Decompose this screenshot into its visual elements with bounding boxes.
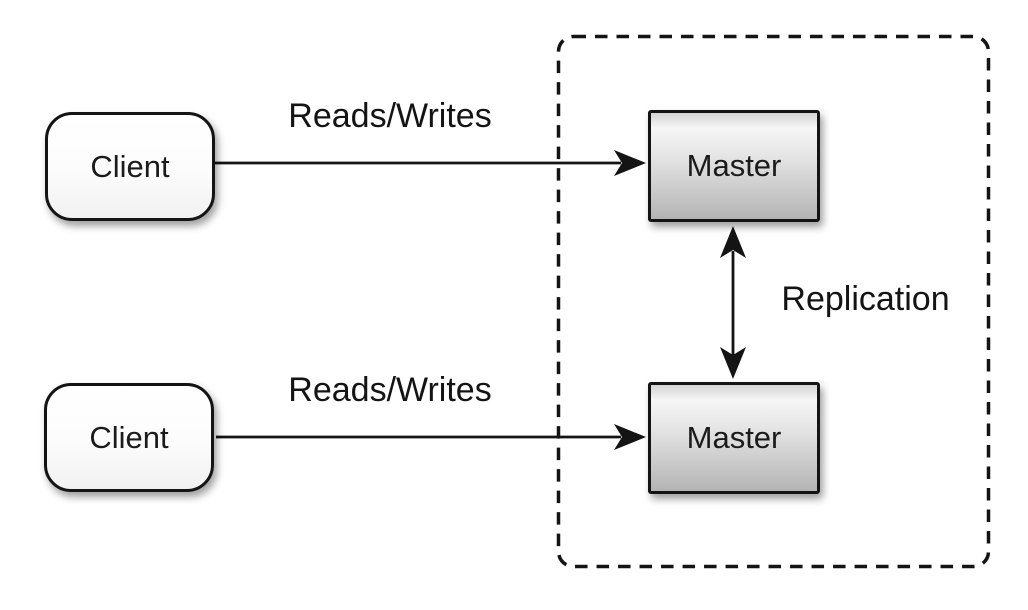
edge-label-replication: Replication bbox=[781, 280, 950, 318]
node-client-top-label: Client bbox=[90, 148, 170, 184]
replication-boundary bbox=[556, 34, 991, 569]
node-client-bottom-label: Client bbox=[89, 419, 169, 455]
edge-replication-arrowhead-down bbox=[720, 347, 746, 379]
edge-reads-writes-top-arrowhead bbox=[614, 150, 646, 176]
edge-label-reads-writes-top: Reads/Writes bbox=[288, 97, 492, 135]
edge-reads-writes-bottom-arrowhead bbox=[614, 424, 646, 450]
edge-label-reads-writes-bottom: Reads/Writes bbox=[288, 371, 492, 409]
edge-replication-arrowhead-up bbox=[720, 226, 746, 258]
node-master-bottom-label: Master bbox=[686, 420, 782, 455]
node-master-bottom: Master bbox=[648, 382, 820, 494]
node-client-top: Client bbox=[45, 112, 215, 221]
node-master-top-label: Master bbox=[686, 148, 782, 183]
node-master-top: Master bbox=[648, 110, 820, 222]
node-client-bottom: Client bbox=[44, 383, 214, 492]
